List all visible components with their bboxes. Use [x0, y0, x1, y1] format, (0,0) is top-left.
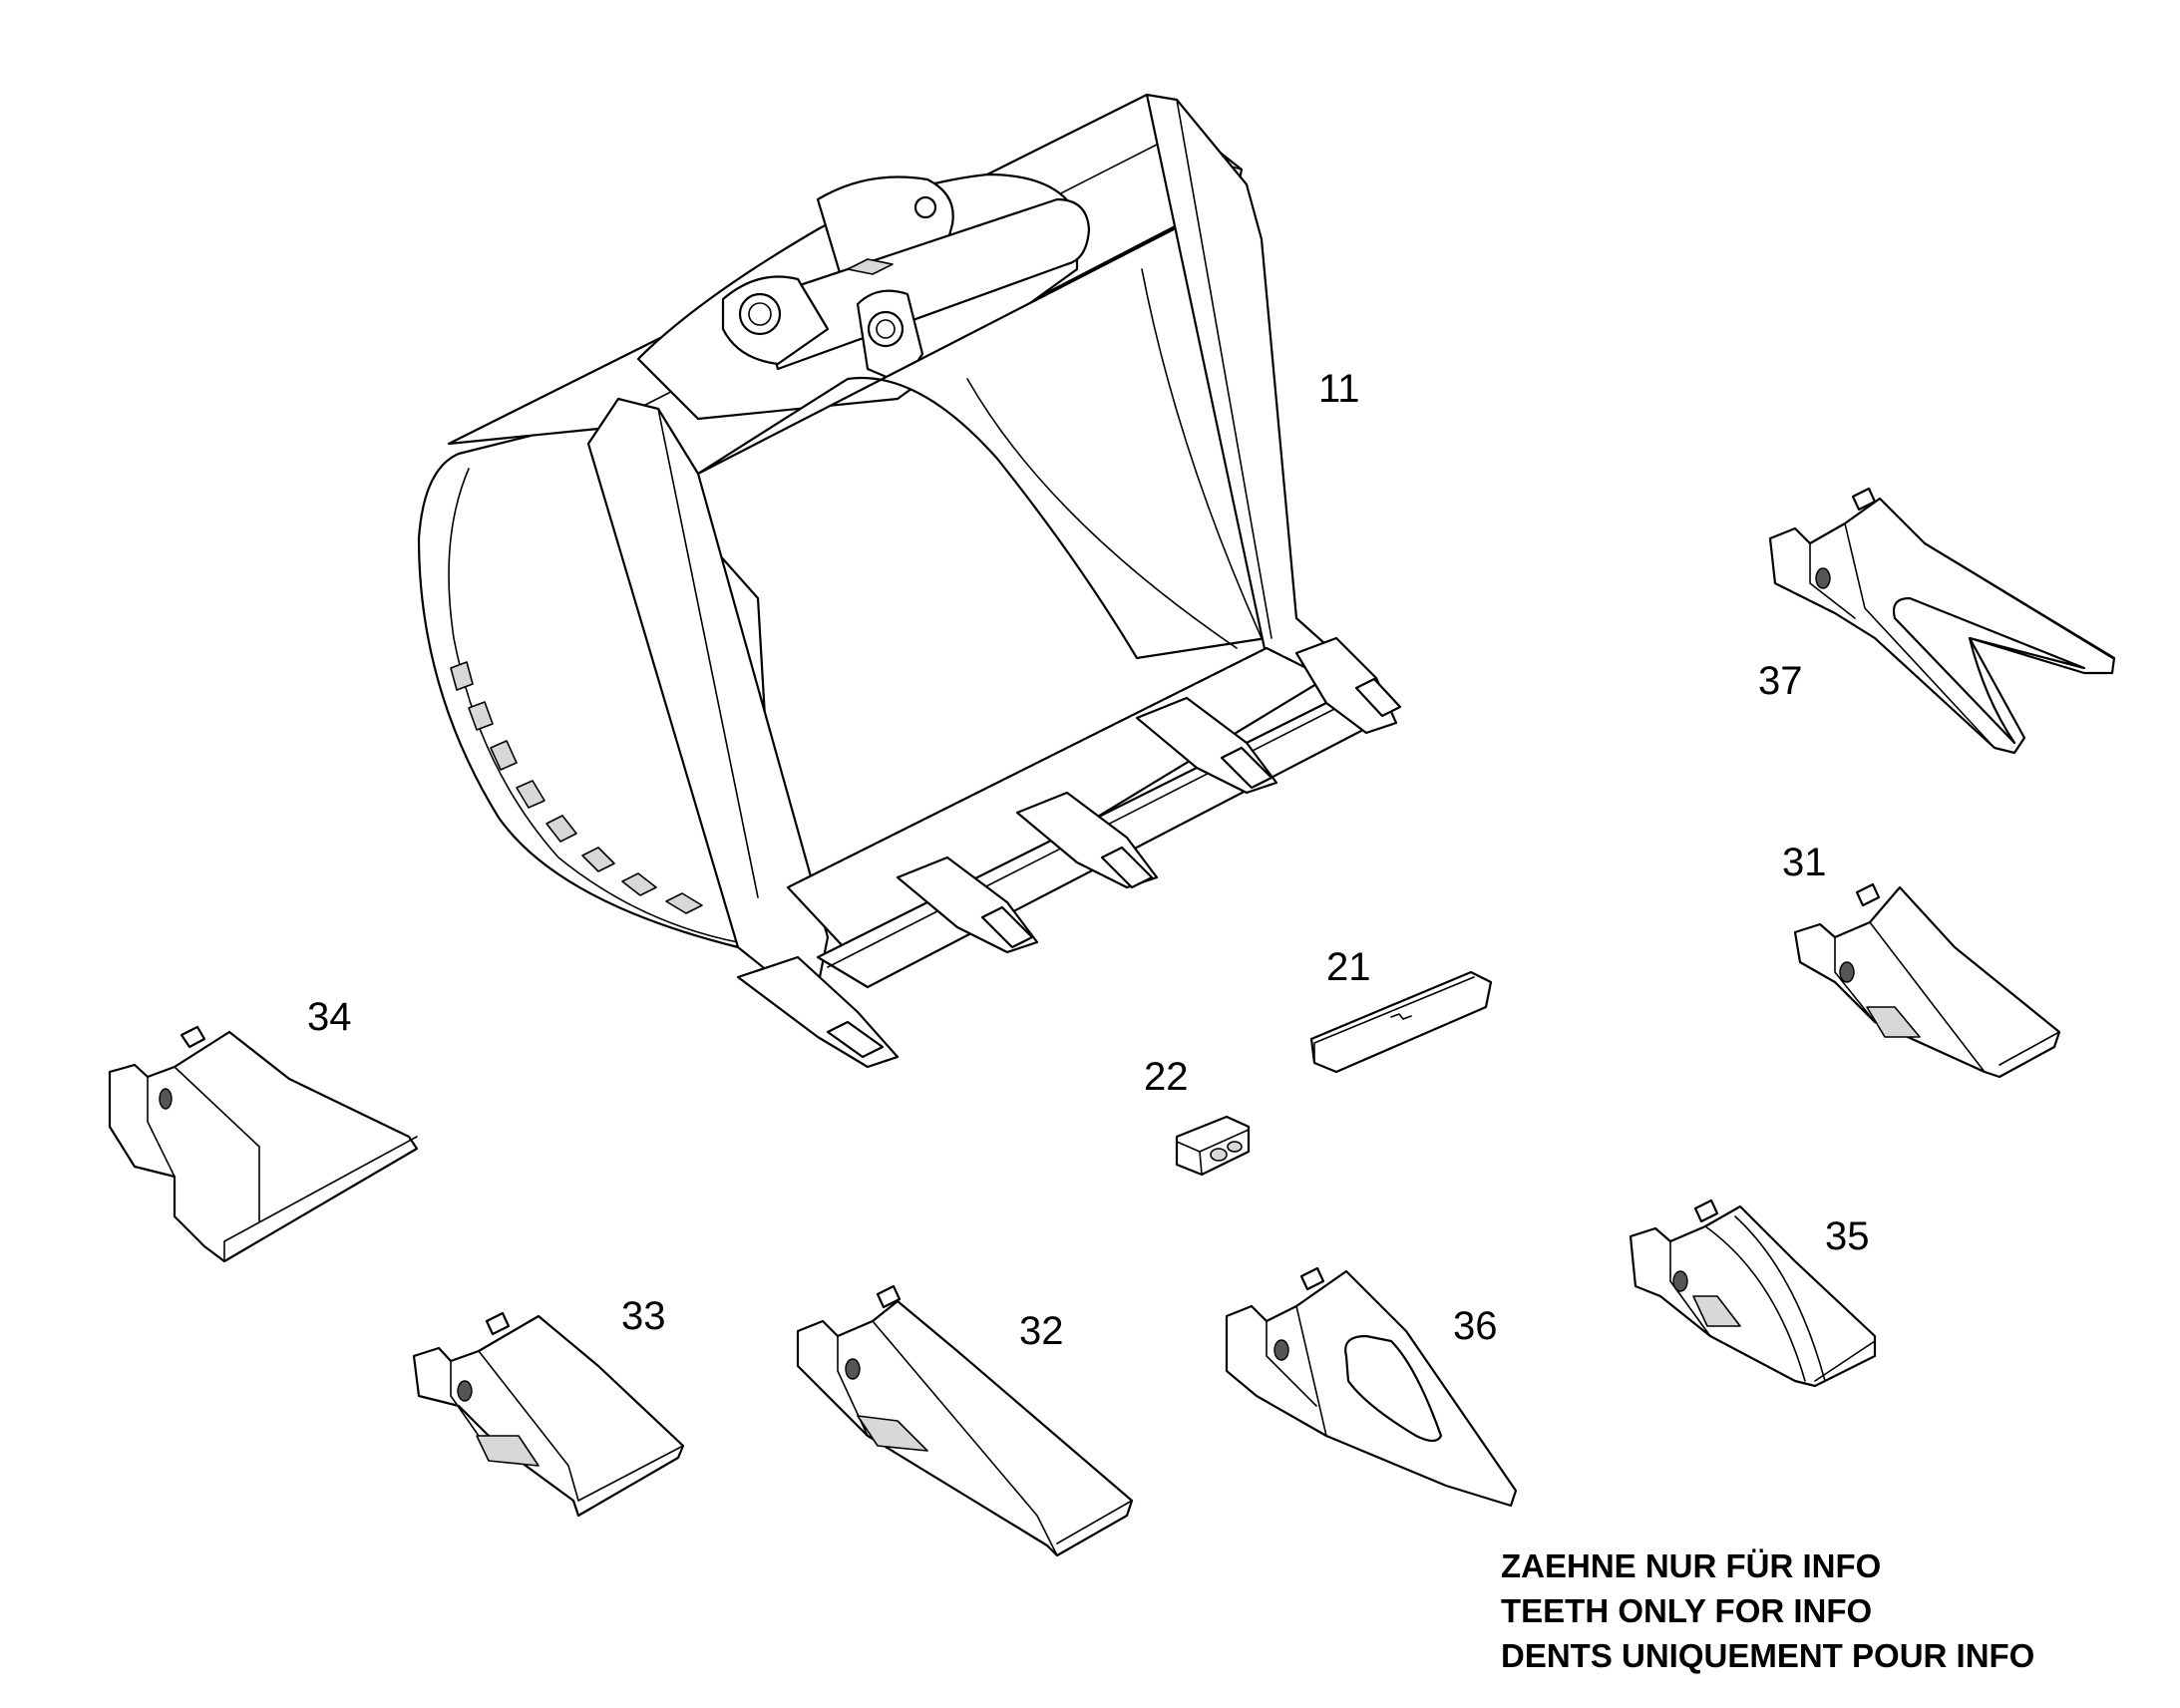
callout-34: 34	[307, 995, 352, 1039]
tooth-34	[108, 1025, 419, 1263]
hinge-pin-tube	[756, 197, 1091, 371]
callout-22: 22	[1144, 1055, 1189, 1099]
tooth-37	[1768, 487, 2116, 755]
teeth-info-note: ZAEHNE NUR FÜR INFO TEETH ONLY FOR INFO …	[1501, 1543, 2034, 1678]
callout-32: 32	[1019, 1309, 1064, 1353]
tooth-33	[412, 1311, 685, 1518]
back-wear-strips	[450, 661, 703, 914]
callout-35: 35	[1825, 1214, 1870, 1258]
callout-21: 21	[1326, 945, 1371, 989]
tooth-35	[1629, 1198, 1877, 1388]
callout-11: 11	[1318, 367, 1360, 411]
side-plate-left	[586, 397, 830, 989]
callout-31: 31	[1782, 841, 1827, 884]
bucket	[417, 93, 1402, 1069]
note-line-german: ZAEHNE NUR FÜR INFO	[1501, 1547, 1882, 1584]
note-line-french: DENTS UNIQUEMENT POUR INFO	[1501, 1637, 2035, 1674]
tooth-32	[796, 1284, 1134, 1557]
bucket-adapters	[736, 636, 1402, 1069]
tooth-36	[1225, 1266, 1518, 1508]
bucket-inner-left	[696, 192, 1269, 660]
callout-37: 37	[1758, 659, 1803, 703]
callout-33: 33	[621, 1294, 666, 1338]
note-line-english: TEETH ONLY FOR INFO	[1501, 1592, 1873, 1629]
callout-36: 36	[1453, 1304, 1498, 1348]
tooth-31	[1793, 882, 2061, 1079]
wear-strip-part	[1309, 970, 1493, 1074]
retainer-part	[1175, 1115, 1251, 1177]
